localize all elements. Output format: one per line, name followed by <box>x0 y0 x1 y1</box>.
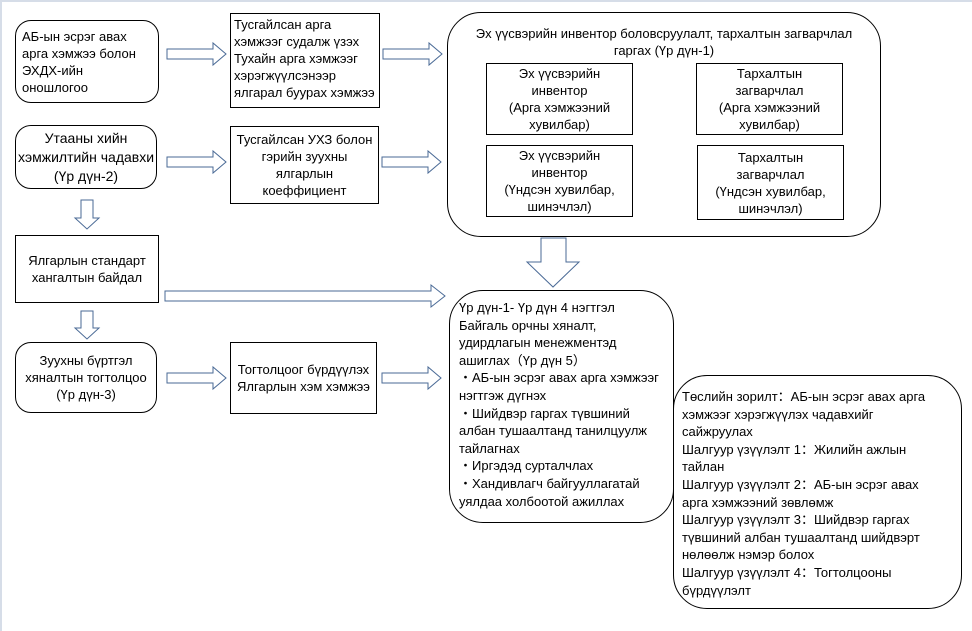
inner-box-line: Тархалтын <box>736 66 803 81</box>
inner-box-line: шинэчлэл) <box>738 200 803 216</box>
box-stove-registry: Зуухны бүртгэл хяналтын тогтолцоо (Үр дү… <box>15 342 157 413</box>
arrow-right-icon <box>382 41 443 67</box>
box-emission-coefficient-line: гэрийн зуухны <box>261 149 348 164</box>
box-project-objective-line: түвшиний албан тушаалтанд шийдвэрт <box>682 529 920 545</box>
inner-box-line: загварчлал <box>736 166 805 182</box>
box-project-objective-line: сайжруулах <box>682 424 753 440</box>
box-results-summary-line: ・АБ-ын эсрэг авах арга хэмжээг <box>459 370 659 386</box>
box-project-objective-line: нөлөөлж нэмэр болох <box>682 547 815 563</box>
arrow-down-large-icon <box>525 237 581 288</box>
box-results-summary-line: албан тушаалтанд танилцуулж <box>459 423 647 439</box>
box-project-objective-line: хэмжээг хэрэгжүүлэх чадавхийг <box>682 406 874 422</box>
box-inventory-modeling-title-line: Эх үүсвэрийн инвентор боловсруулалт, тар… <box>475 26 853 41</box>
box-emission-coefficient: Тусгайлсан УХЗ болон гэрийн зуухны ялгар… <box>230 126 379 204</box>
arrow-right-icon <box>166 365 227 391</box>
inner-box-line: хувилбар) <box>529 117 590 132</box>
box-results-summary-line: тайлагнах <box>459 440 520 456</box>
inner-box-line: (Арга хэмжээний <box>718 100 821 115</box>
box-smoke-measurement: Утааны хийн хэмжилтийн чадавхи (Үр дүн-2… <box>15 125 157 189</box>
box-diagnosis-line: оношлогоо <box>22 80 88 95</box>
box-results-summary-line: уялдаа холбоотой ажиллах <box>459 493 625 509</box>
box-specific-measures-line: ялгарал буурах хэмжээ <box>234 85 375 100</box>
arrow-down-icon <box>73 199 101 230</box>
box-diagnosis-line: арга хэмжээ болон <box>22 46 136 61</box>
box-diagnosis-line: ЭХДХ-ийн <box>22 63 84 78</box>
inner-box-line: Эх үүсвэрийн <box>518 66 601 81</box>
inner-box-line: шинэчлэл) <box>527 199 592 214</box>
arrow-right-icon <box>381 149 442 175</box>
box-stove-registry-line: хяналтын тогтолцоо <box>25 370 147 385</box>
box-specific-measures-line: Тусгайлсан арга <box>234 17 332 32</box>
box-specific-measures: Тусгайлсан арга хэмжээг судалж үзэх Туха… <box>230 13 380 108</box>
inner-box-inventory-measure: Эх үүсвэрийн инвентор (Арга хэмжээний ху… <box>486 63 633 135</box>
box-inventory-modeling-title: Эх үүсвэрийн инвентор боловсруулалт, тар… <box>448 25 880 59</box>
box-stove-registry-line: Зуухны бүртгэл <box>39 353 133 368</box>
arrow-right-icon <box>166 149 227 175</box>
box-results-summary-line: нэгтгэж дүгнэх <box>459 387 547 403</box>
box-emission-coefficient-line: коеффициент <box>262 183 347 198</box>
box-emission-standard-line: хангалтын байдал <box>31 270 143 285</box>
inner-box-line: Эх үүсвэрийн <box>518 148 601 163</box>
arrow-right-long-icon <box>164 283 446 309</box>
inner-box-line: (Үндсэн хувилбар, <box>715 183 826 199</box>
box-results-summary-line: Байгаль орчны хяналт, <box>459 317 597 333</box>
inner-box-line: (Үндсэн хувилбар, <box>504 182 615 197</box>
box-specific-measures-line: хэмжээг судалж үзэх <box>234 34 360 49</box>
frame-border-top <box>0 0 972 2</box>
box-project-objective-line: Төслийн зорилт：АБ-ын эсрэг авах арга <box>682 389 926 404</box>
inner-box-line: Тархалтын <box>737 149 804 165</box>
box-results-summary-line: ・Хандивлагч байгууллагатай <box>459 475 640 491</box>
box-smoke-measurement-line: (Үр дүн-2) <box>53 167 119 184</box>
box-specific-measures-line: хэрэгжүүлсэнээр <box>234 68 336 83</box>
box-emission-coefficient-line: ялгарлын <box>275 166 334 181</box>
inner-box-line: загварчлал <box>735 83 804 98</box>
box-project-objective-line: тайлан <box>682 459 725 475</box>
box-stove-registry-line: (Үр дүн-3) <box>56 387 116 402</box>
inner-box-line: хувилбар) <box>739 117 800 132</box>
inner-box-line: инвентор <box>531 165 588 180</box>
box-project-objective-line: арга хэмжээний зөвлөмж <box>682 494 834 510</box>
box-system-establishment-line: Тогтолцоог бүрдүүлэх <box>237 362 370 377</box>
box-emission-standard: Ялгарлын стандарт хангалтын байдал <box>15 235 159 303</box>
inner-box-modeling-baseline: Тархалтын загварчлал (Үндсэн хувилбар, ш… <box>697 145 844 220</box>
inner-box-modeling-measure: Тархалтын загварчлал (Арга хэмжээний хув… <box>696 63 843 135</box>
box-project-objective-line: Шалгуур үзүүлэлт 3：Шийдвэр гаргах <box>682 512 910 528</box>
box-results-summary-line: удирдлагын менежментэд <box>459 335 617 351</box>
box-diagnosis-line: АБ-ын эсрэг авах <box>22 29 127 44</box>
box-project-objective-line: бүрдүүлэлт <box>682 582 751 598</box>
box-results-summary-line: ・Иргэдэд сурталчлах <box>459 458 594 474</box>
box-system-establishment-line: Ялгарлын хэм хэмжээ <box>237 379 370 394</box>
arrow-down-icon <box>73 310 101 340</box>
box-emission-coefficient-line: Тусгайлсан УХЗ болон <box>236 132 373 147</box>
box-results-summary-line: ашиглах（Үр дүн 5） <box>459 352 586 368</box>
box-project-objective-line: Шалгуур үзүүлэлт 4：Тогтолцооны <box>682 564 892 580</box>
box-diagnosis: АБ-ын эсрэг авах арга хэмжээ болон ЭХДХ-… <box>15 20 159 103</box>
inner-box-inventory-baseline: Эх үүсвэрийн инвентор (Үндсэн хувилбар, … <box>486 145 633 217</box>
arrow-right-icon <box>166 41 227 67</box>
box-specific-measures-line: Тухайн арга хэмжээг <box>234 51 358 66</box>
box-project-objective-line: Шалгуур үзүүлэлт 2：АБ-ын эсрэг авах <box>682 476 919 492</box>
box-results-summary-line: ・Шийдвэр гаргах түвшиний <box>459 405 630 421</box>
frame-border-left <box>0 0 2 631</box>
box-results-summary-line: Үр дүн-1- Үр дүн 4 нэгтгэл <box>459 300 615 315</box>
box-project-objective-line: Шалгуур үзүүлэлт 1：Жилийн ажлын <box>682 441 907 457</box>
inner-box-line: (Арга хэмжээний <box>508 100 611 115</box>
box-inventory-modeling-title-line: гаргах (Үр дүн-1) <box>613 43 715 58</box>
box-results-summary: Үр дүн-1- Үр дүн 4 нэгтгэл Байгаль орчны… <box>449 290 674 523</box>
box-smoke-measurement-line: Утааны хийн <box>44 129 128 146</box>
box-system-establishment: Тогтолцоог бүрдүүлэх Ялгарлын хэм хэмжээ <box>230 342 377 414</box>
box-smoke-measurement-line: хэмжилтийн чадавхи <box>17 148 155 165</box>
box-emission-standard-line: Ялгарлын стандарт <box>28 253 146 268</box>
box-project-objective: Төслийн зорилт：АБ-ын эсрэг авах арга хэм… <box>673 375 962 609</box>
inner-box-line: инвентор <box>531 83 588 98</box>
arrow-right-icon <box>381 365 442 391</box>
